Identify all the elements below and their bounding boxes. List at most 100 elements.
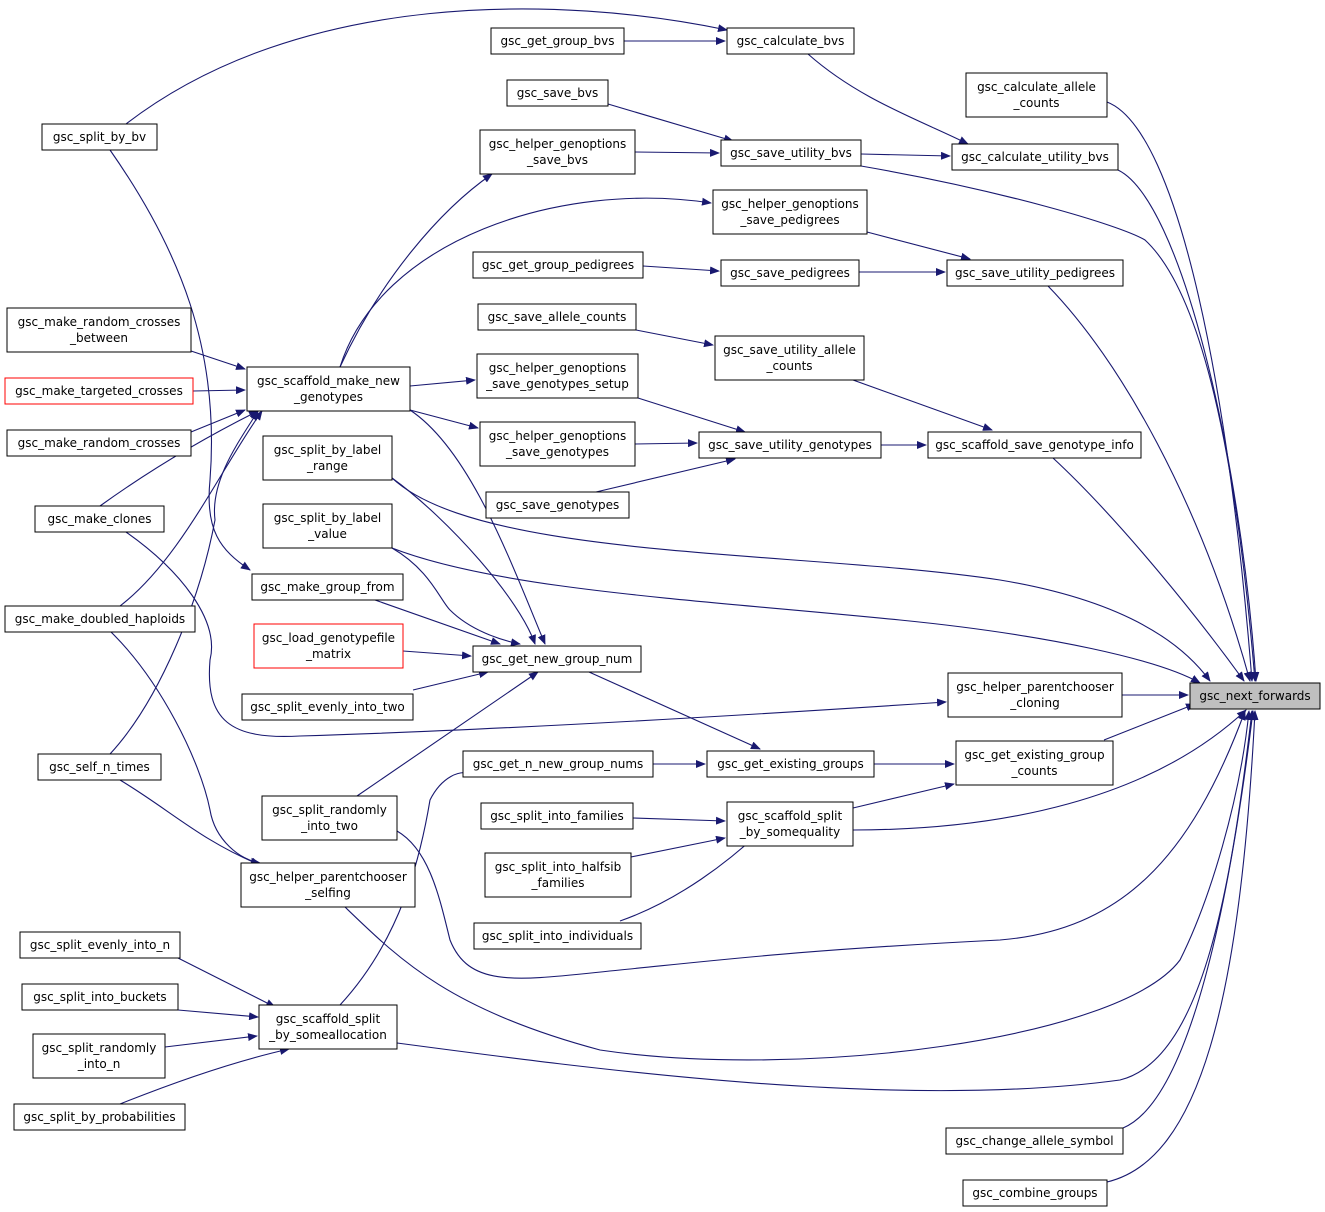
node-label: gsc_split_evenly_into_two <box>250 700 404 714</box>
node-calculate-bvs[interactable]: gsc_calculate_bvs <box>726 27 855 55</box>
node-box <box>714 335 865 381</box>
node-split-rand-two[interactable]: gsc_split_randomly_into_two <box>261 795 398 841</box>
node-get-n-new-group-nums[interactable]: gsc_get_n_new_group_nums <box>462 750 654 778</box>
node-box <box>477 303 637 331</box>
node-label: gsc_split_by_bv <box>53 130 146 144</box>
node-box <box>720 139 862 167</box>
call-edge <box>339 197 712 368</box>
node-scaffold-split-alloc[interactable]: gsc_scaffold_split_by_someallocation <box>258 1004 398 1050</box>
node-split-label-value[interactable]: gsc_split_by_label_value <box>262 503 393 549</box>
node-box <box>4 605 196 633</box>
node-save-allele-counts[interactable]: gsc_save_allele_counts <box>477 303 637 331</box>
node-label: gsc_save_utility_genotypes <box>708 438 872 452</box>
node-label: gsc_save_utility_allele <box>723 343 856 357</box>
node-get-existing-groups[interactable]: gsc_get_existing_groups <box>706 750 875 778</box>
node-self-n-times[interactable]: gsc_self_n_times <box>37 753 162 781</box>
node-label: gsc_calculate_utility_bvs <box>961 150 1109 164</box>
node-calc-allele-counts[interactable]: gsc_calculate_allele_counts <box>965 72 1108 118</box>
node-box <box>462 750 654 778</box>
node-parentchooser-clone[interactable]: gsc_helper_parentchooser_cloning <box>947 672 1123 718</box>
node-label: gsc_make_clones <box>48 512 152 526</box>
node-label: gsc_make_random_crosses <box>18 315 181 329</box>
node-box <box>262 503 393 549</box>
call-edge <box>125 531 947 738</box>
node-split-evenly-n[interactable]: gsc_split_evenly_into_n <box>19 931 181 959</box>
node-label: gsc_load_genotypefile <box>262 631 395 645</box>
node-label: gsc_scaffold_split <box>276 1012 381 1026</box>
node-box <box>962 1179 1108 1207</box>
node-split-individuals[interactable]: gsc_split_into_individuals <box>473 922 642 950</box>
node-label: _genotypes <box>293 390 363 404</box>
node-label: gsc_scaffold_make_new <box>257 374 400 388</box>
call-edge <box>119 1047 290 1105</box>
node-box <box>480 802 634 830</box>
node-helper-save-geno[interactable]: gsc_helper_genoptions_save_genotypes <box>479 421 636 467</box>
node-label: gsc_make_doubled_haploids <box>15 612 185 626</box>
call-edge <box>860 151 951 160</box>
node-box <box>726 801 854 847</box>
node-load-genofile[interactable]: gsc_load_genotypefile _matrix <box>253 623 404 669</box>
node-scaffold-split-eq[interactable]: gsc_scaffold_split_by_somequality <box>726 801 854 847</box>
node-box <box>1189 682 1321 710</box>
node-label: gsc_next_forwards <box>1199 689 1310 703</box>
node-label: _into_n <box>77 1057 121 1071</box>
node-save-ped[interactable]: gsc_save_pedigrees <box>720 259 860 287</box>
node-helper-geno-setup[interactable]: gsc_helper_genoptions_save_genotypes_set… <box>476 353 639 399</box>
node-targeted-crosses[interactable]: gsc_make_targeted_crosses <box>4 377 194 405</box>
node-rand-crosses[interactable]: gsc_make_random_crosses <box>6 429 192 457</box>
node-label: gsc_split_by_probabilities <box>23 1110 175 1124</box>
node-next-forwards[interactable]: gsc_next_forwards <box>1189 682 1321 710</box>
node-split-probabilities[interactable]: gsc_split_by_probabilities <box>13 1103 186 1131</box>
node-split-families[interactable]: gsc_split_into_families <box>480 802 634 830</box>
node-box <box>253 623 404 669</box>
node-change-allele[interactable]: gsc_change_allele_symbol <box>945 1127 1124 1155</box>
node-get-group-ped[interactable]: gsc_get_group_pedigrees <box>472 251 644 279</box>
node-helper-save-bvs[interactable]: gsc_helper_genoptions_save_bvs <box>479 129 636 175</box>
node-split-rand-n[interactable]: gsc_split_randomly_into_n <box>32 1033 166 1079</box>
node-label: _value <box>307 527 347 541</box>
node-split-buckets[interactable]: gsc_split_into_buckets <box>21 983 179 1011</box>
node-label: gsc_split_randomly <box>272 803 387 817</box>
node-box <box>13 1103 186 1131</box>
node-split-halfsib[interactable]: gsc_split_into_halfsib_families <box>484 852 632 898</box>
call-edge <box>866 231 971 261</box>
node-doubled-haploids[interactable]: gsc_make_doubled_haploids <box>4 605 196 633</box>
node-save-utility-allele[interactable]: gsc_save_utility_allele_counts <box>714 335 865 381</box>
node-label: gsc_helper_genoptions <box>489 429 627 443</box>
node-split-label-range[interactable]: gsc_split_by_label_range <box>262 435 393 481</box>
node-box <box>6 429 192 457</box>
node-split-evenly-two[interactable]: gsc_split_evenly_into_two <box>241 693 414 721</box>
node-label: gsc_split_into_individuals <box>482 929 633 943</box>
node-get-group-bvs[interactable]: gsc_get_group_bvs <box>490 27 625 55</box>
call-edge <box>1103 703 1196 741</box>
call-edge <box>635 329 714 348</box>
node-label: _counts <box>1010 764 1057 778</box>
node-save-utility-geno[interactable]: gsc_save_utility_genotypes <box>698 431 882 459</box>
call-edge <box>1047 285 1252 682</box>
node-get-existing-counts[interactable]: gsc_get_existing_group_counts <box>955 740 1114 786</box>
node-make-group-from[interactable]: gsc_make_group_from <box>251 573 404 601</box>
node-scaffold-save-info[interactable]: gsc_scaffold_save_genotype_info <box>927 431 1142 459</box>
node-get-new-group-num[interactable]: gsc_get_new_group_num <box>472 645 642 673</box>
node-label: _matrix <box>305 647 351 661</box>
node-split-by-bv[interactable]: gsc_split_by_bv <box>41 123 158 151</box>
node-save-bvs[interactable]: gsc_save_bvs <box>506 79 609 107</box>
call-edge <box>860 165 1259 682</box>
node-calc-utility-bvs[interactable]: gsc_calculate_utility_bvs <box>951 143 1119 171</box>
nodes-layer: gsc_get_group_bvs gsc_calculate_bvs gsc_sp… <box>4 27 1321 1207</box>
call-edge <box>192 386 246 395</box>
node-helper-save-ped[interactable]: gsc_helper_genoptions_save_pedigrees <box>712 189 868 235</box>
node-box <box>41 123 158 151</box>
node-box <box>946 259 1124 287</box>
node-save-utility-ped[interactable]: gsc_save_utility_pedigrees <box>946 259 1124 287</box>
node-rand-cross-between[interactable]: gsc_make_random_crosses_between <box>6 307 192 353</box>
node-parentchooser-self[interactable]: gsc_helper_parentchooser_selfing <box>240 862 416 908</box>
node-scaffold-make[interactable]: gsc_scaffold_make_new _genotypes <box>246 366 411 412</box>
node-make-clones[interactable]: gsc_make_clones <box>34 505 165 533</box>
node-save-genotypes[interactable]: gsc_save_genotypes <box>485 491 630 519</box>
node-label: gsc_helper_genoptions <box>721 197 859 211</box>
node-save-utility-bvs[interactable]: gsc_save_utility_bvs <box>720 139 862 167</box>
node-combine-groups[interactable]: gsc_combine_groups <box>962 1179 1108 1207</box>
node-box <box>261 795 398 841</box>
call-edge <box>125 8 728 125</box>
